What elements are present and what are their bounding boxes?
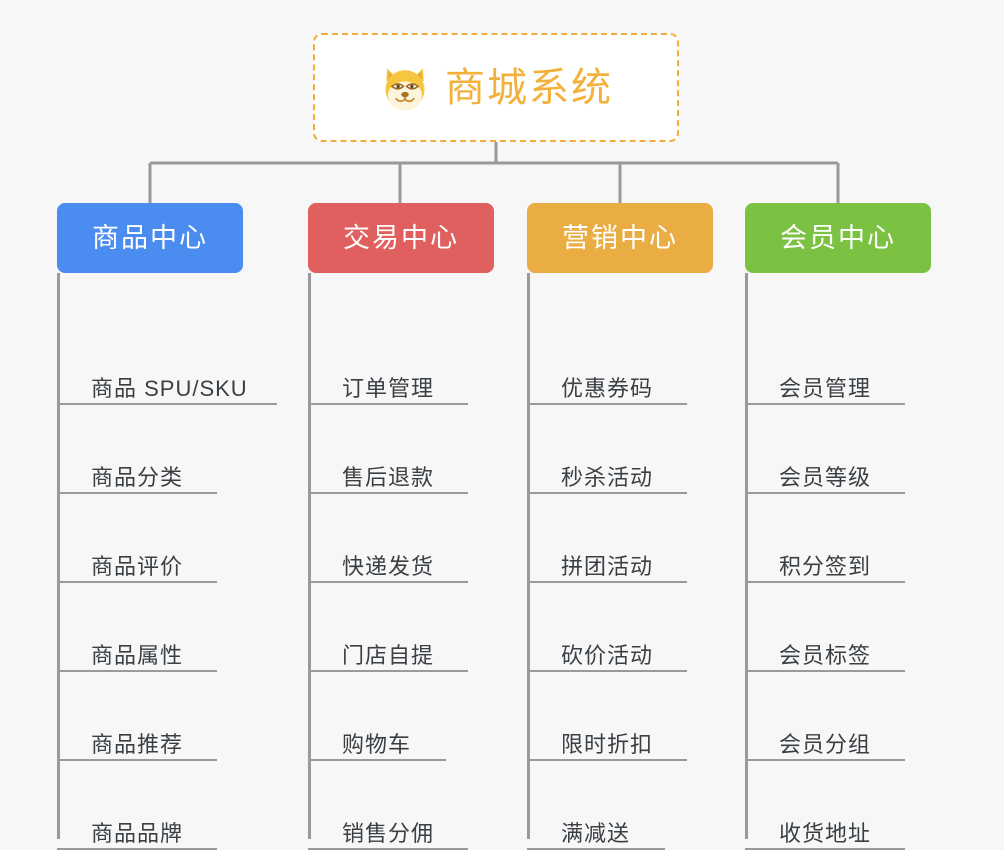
leaf-label: 会员分组 — [779, 732, 872, 757]
leaf-label: 售后退款 — [342, 465, 435, 490]
leaf-item[interactable]: 商品评价 — [57, 545, 217, 583]
leaf-label: 会员标签 — [779, 643, 872, 668]
branch-column-member-center: 会员中心 会员管理 会员等级 积分签到 会员标签 会员分组 — [745, 203, 931, 850]
leaf-item[interactable]: 会员分组 — [745, 723, 905, 761]
leaf-underline — [308, 670, 468, 672]
leaf-item[interactable]: 拼团活动 — [527, 545, 687, 583]
leaf-label: 秒杀活动 — [561, 465, 654, 490]
branch-column-trade-center: 交易中心 订单管理 售后退款 快递发货 门店自提 购物车 — [308, 203, 494, 850]
leaf-item[interactable]: 限时折扣 — [527, 723, 687, 761]
leaf-underline — [527, 581, 687, 583]
leaf-item[interactable]: 商品品牌 — [57, 812, 217, 850]
branch-spine — [57, 273, 60, 839]
leaf-item[interactable]: 满减送 — [527, 812, 665, 850]
leaf-underline — [745, 492, 905, 494]
leaf-underline — [527, 759, 687, 761]
leaf-label: 积分签到 — [779, 554, 872, 579]
leaf-underline — [745, 581, 905, 583]
branch-header-label: 会员中心 — [780, 222, 896, 253]
leaf-item[interactable]: 订单管理 — [308, 367, 468, 405]
branch-column-marketing-center: 营销中心 优惠券码 秒杀活动 拼团活动 砍价活动 限时折扣 — [527, 203, 713, 850]
branch-spine — [308, 273, 311, 839]
leaf-label: 门店自提 — [342, 643, 435, 668]
branch-header-member-center[interactable]: 会员中心 — [745, 203, 931, 273]
leaf-item[interactable]: 优惠券码 — [527, 367, 687, 405]
leaf-underline — [57, 670, 217, 672]
leaf-label: 商品 SPU/SKU — [91, 376, 248, 401]
leaf-item[interactable]: 会员标签 — [745, 634, 905, 672]
leaf-underline — [745, 759, 905, 761]
leaf-label: 商品属性 — [91, 643, 184, 668]
leaf-item[interactable]: 积分签到 — [745, 545, 905, 583]
leaf-underline — [745, 670, 905, 672]
leaf-underline — [527, 403, 687, 405]
branch-spine — [527, 273, 530, 839]
root-node[interactable]: 商城系统 — [313, 33, 679, 142]
branch-header-product-center[interactable]: 商品中心 — [57, 203, 243, 273]
leaf-label: 商品品牌 — [91, 821, 184, 846]
leaf-item[interactable]: 商品属性 — [57, 634, 217, 672]
leaf-underline — [308, 492, 468, 494]
branch-header-label: 商品中心 — [92, 222, 208, 253]
leaf-label: 购物车 — [342, 732, 412, 757]
leaf-underline — [57, 492, 217, 494]
leaf-underline — [745, 403, 905, 405]
leaf-label: 满减送 — [561, 821, 631, 846]
branch-column-product-center: 商品中心 商品 SPU/SKU 商品分类 商品评价 商品属性 商品推荐 — [57, 203, 277, 850]
leaf-underline — [527, 492, 687, 494]
root-title: 商城系统 — [445, 65, 613, 110]
leaf-label: 砍价活动 — [561, 643, 654, 668]
leaf-label: 订单管理 — [342, 376, 435, 401]
leaf-item[interactable]: 门店自提 — [308, 634, 468, 672]
leaf-item[interactable]: 商品 SPU/SKU — [57, 367, 277, 405]
leaf-label: 优惠券码 — [561, 376, 654, 401]
leaf-underline — [57, 403, 277, 405]
branch-header-label: 营销中心 — [562, 222, 678, 253]
leaf-item[interactable]: 收货地址 — [745, 812, 905, 850]
leaf-item[interactable]: 购物车 — [308, 723, 446, 761]
leaf-label: 拼团活动 — [561, 554, 654, 579]
leaf-underline — [308, 403, 468, 405]
leaf-item[interactable]: 砍价活动 — [527, 634, 687, 672]
leaf-item[interactable]: 销售分佣 — [308, 812, 468, 850]
leaf-underline — [308, 759, 446, 761]
branch-spine — [745, 273, 748, 839]
leaf-label: 会员管理 — [779, 376, 872, 401]
branch-header-marketing-center[interactable]: 营销中心 — [527, 203, 713, 273]
leaf-label: 商品推荐 — [91, 732, 184, 757]
leaf-underline — [308, 581, 468, 583]
leaf-label: 销售分佣 — [342, 821, 435, 846]
leaf-item[interactable]: 快递发货 — [308, 545, 468, 583]
leaf-label: 会员等级 — [779, 465, 872, 490]
leaf-underline — [57, 581, 217, 583]
leaf-label: 快递发货 — [342, 554, 435, 579]
leaf-item[interactable]: 会员等级 — [745, 456, 905, 494]
branch-header-trade-center[interactable]: 交易中心 — [308, 203, 494, 273]
leaf-item[interactable]: 售后退款 — [308, 456, 468, 494]
leaf-label: 商品评价 — [91, 554, 184, 579]
leaf-item[interactable]: 秒杀活动 — [527, 456, 687, 494]
leaf-label: 限时折扣 — [561, 732, 654, 757]
branch-header-label: 交易中心 — [343, 222, 459, 253]
leaf-underline — [527, 670, 687, 672]
leaf-label: 收货地址 — [779, 821, 872, 846]
leaf-item[interactable]: 商品分类 — [57, 456, 217, 494]
shiba-dog-face-icon — [385, 68, 425, 111]
leaf-underline — [57, 759, 217, 761]
leaf-label: 商品分类 — [91, 465, 184, 490]
leaf-item[interactable]: 商品推荐 — [57, 723, 217, 761]
leaf-item[interactable]: 会员管理 — [745, 367, 905, 405]
